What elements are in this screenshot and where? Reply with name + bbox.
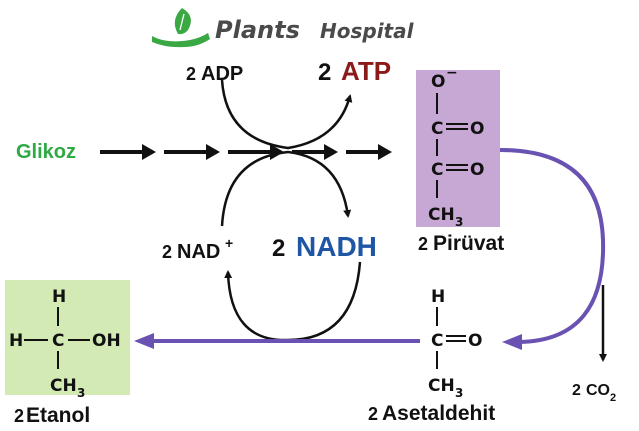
piruvat-box	[416, 70, 500, 227]
svg-text:3: 3	[455, 386, 463, 400]
nad-label: NAD	[177, 241, 220, 263]
etanol-coef: 2	[14, 406, 24, 426]
nad-nadh-arrow	[220, 150, 352, 227]
logo-name: Plants	[215, 16, 300, 44]
asetaldehit-structure: H C O CH 3	[428, 287, 482, 400]
piruvat-label: Pirüvat	[433, 232, 504, 255]
svg-text:3: 3	[455, 215, 463, 229]
svg-text:O: O	[468, 331, 482, 351]
asetaldehit-label: Asetaldehit	[382, 402, 495, 425]
adp-label: ADP	[201, 63, 243, 85]
plants-hospital-logo: Plants Hospital	[152, 8, 415, 48]
svg-text:C: C	[431, 119, 443, 139]
hand-leaf-icon	[152, 8, 210, 48]
etanol-label: Etanol	[26, 404, 90, 427]
logo-name2: Hospital	[320, 19, 415, 43]
atp-coef: 2	[318, 59, 331, 86]
glycolysis-arrows	[100, 144, 392, 160]
asetaldehit-coef: 2	[368, 404, 378, 424]
etanol-box	[5, 280, 130, 395]
etanol-structure: H H C OH CH 3	[9, 287, 121, 400]
etanol-arrowhead	[134, 333, 154, 349]
adp-atp-arrow	[220, 79, 353, 150]
piruvat-to-asetaldehit-arrow	[499, 148, 606, 344]
piruvat-structure: O − C O C O CH 3	[428, 65, 484, 229]
svg-text:C: C	[431, 331, 443, 351]
svg-text:3: 3	[77, 386, 85, 400]
nadh-coef: 2	[272, 235, 285, 262]
svg-text:CH: CH	[428, 205, 455, 225]
nadh-label: NADH	[296, 231, 377, 262]
svg-text:C: C	[431, 160, 443, 180]
svg-text:OH: OH	[92, 331, 121, 351]
svg-text:C: C	[52, 331, 64, 351]
svg-text:−: −	[446, 65, 458, 81]
svg-text:H: H	[431, 287, 445, 307]
atp-label: ATP	[341, 56, 391, 86]
svg-text:O: O	[470, 119, 484, 139]
nad-superscript: +	[225, 235, 233, 251]
co2-coef: 2	[572, 382, 581, 399]
nadh-return-arrow	[224, 261, 362, 342]
svg-text:CH: CH	[428, 376, 455, 396]
svg-text:CH: CH	[50, 376, 77, 396]
co2-label: CO	[586, 382, 610, 399]
co2-subscript: 2	[610, 392, 616, 404]
piruvat-coef: 2	[418, 234, 428, 254]
svg-text:O: O	[431, 72, 445, 92]
svg-text:O: O	[470, 160, 484, 180]
adp-coef: 2	[186, 64, 196, 84]
nad-coef: 2	[162, 242, 172, 262]
asetaldehit-arrowhead	[502, 334, 522, 350]
glikoz-label: Glikoz	[16, 141, 76, 163]
svg-text:H: H	[9, 331, 23, 351]
svg-text:H: H	[52, 287, 66, 307]
